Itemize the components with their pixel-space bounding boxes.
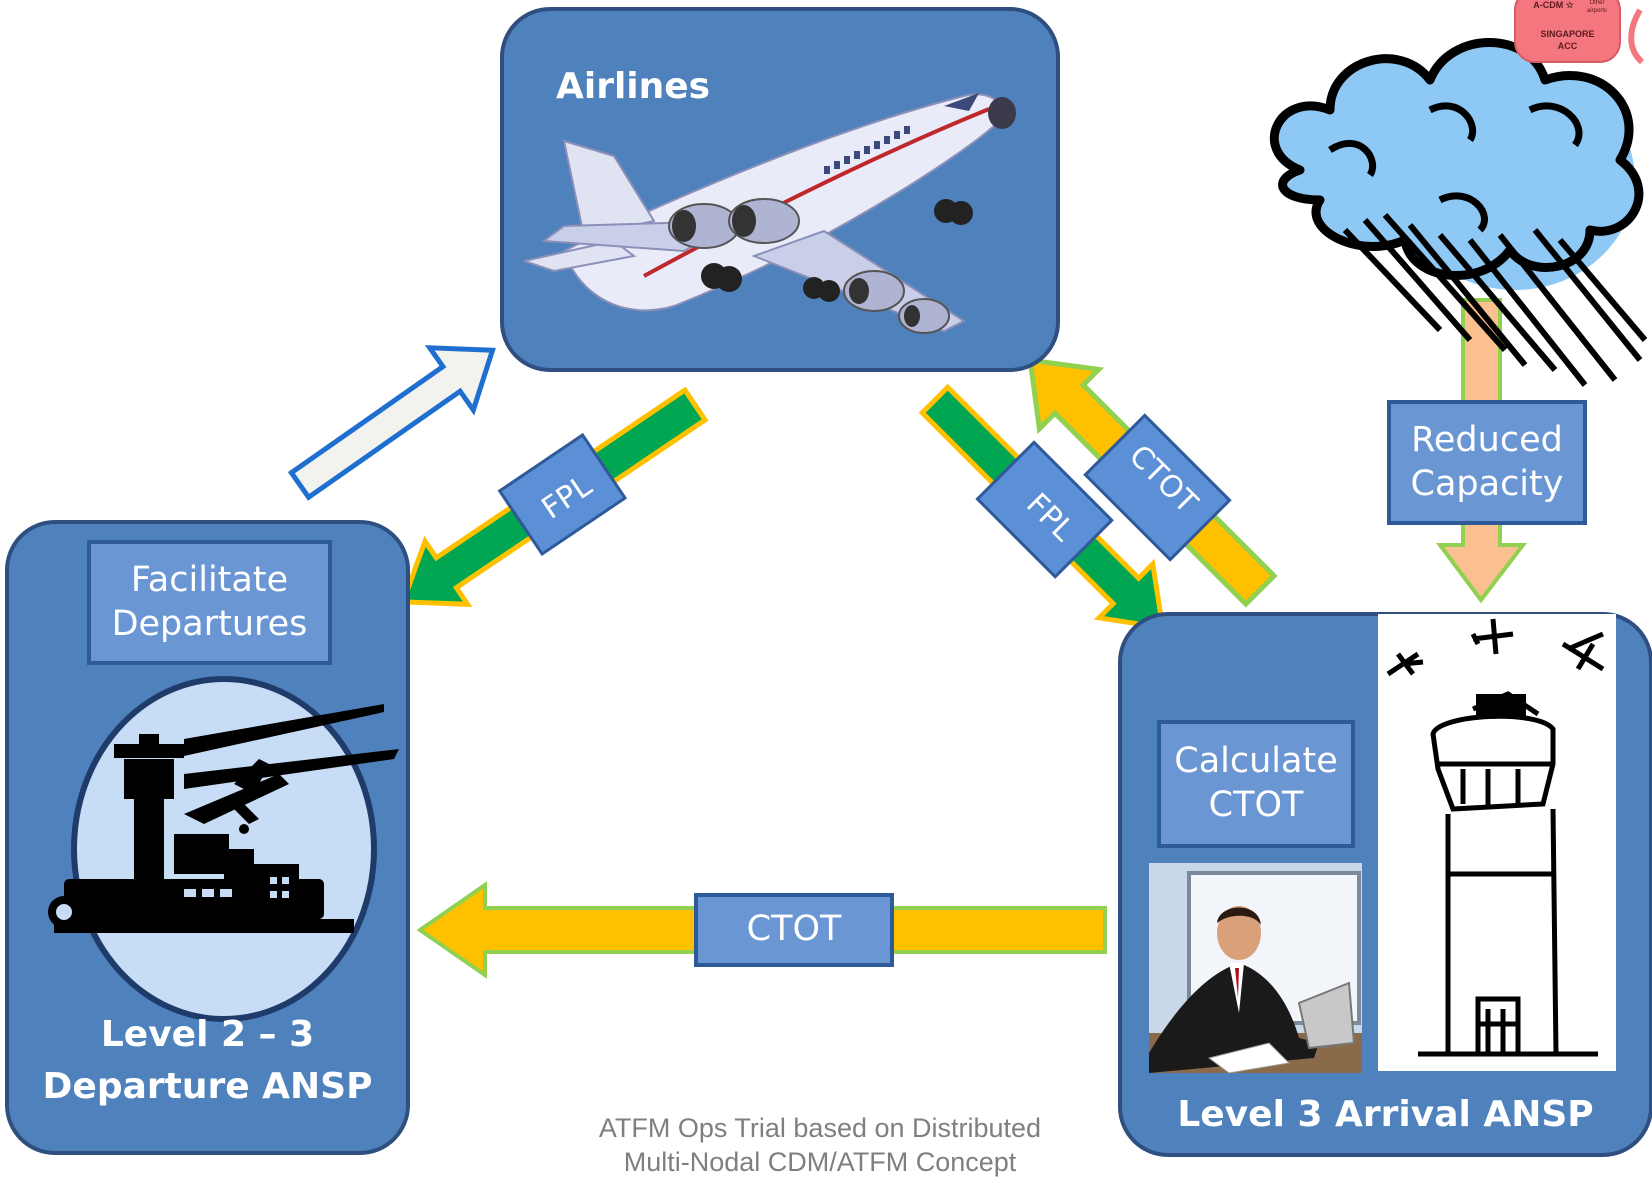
reduced-capacity-box: Reduced Capacity: [1387, 400, 1587, 525]
departure-title-line2: Departure ANSP: [42, 1066, 373, 1108]
reduced-capacity-line1: Reduced: [1411, 419, 1563, 460]
person-at-laptop-icon: [1149, 863, 1362, 1073]
facilitate-departures-box: Facilitate Departures: [87, 540, 332, 665]
departure-to-airlines-arrow: [287, 345, 496, 501]
ctot-bottom-label: CTOT: [746, 909, 842, 950]
airplane-icon: [524, 93, 1016, 334]
arrival-panel: Level 3 Arrival ANSP: [1118, 612, 1652, 1157]
calculate-ctot-box: Calculate CTOT: [1157, 720, 1355, 848]
fpl-right-label-box: [975, 440, 1114, 579]
ctot-bottom-label-box: CTOT: [694, 893, 894, 967]
facilitate-label-line2: Departures: [111, 603, 308, 644]
fpl-left-label-box: [497, 432, 628, 557]
tower-sketch: [1378, 614, 1616, 1071]
ctot-right-arrow: [1027, 357, 1278, 608]
badge-acdm: A-CDM ☆: [1501, 0, 1606, 11]
singapore-acc-badge: [1514, 0, 1645, 65]
controller-illustration: [1149, 863, 1362, 1073]
footer-caption: ATFM Ops Trial based on Distributed Mult…: [560, 1112, 1080, 1180]
departure-panel: Level 2 – 3 Departure ANSP: [5, 520, 410, 1155]
badge-text: A-CDM ☆ Other airports SINGAPORE ACC: [1515, 0, 1620, 52]
departure-title-line1: Level 2 – 3: [100, 1014, 315, 1055]
badge-other-airports: Other airports: [1586, 0, 1607, 14]
fpl-right-arrow: [918, 383, 1166, 631]
badge-acc: ACC: [1557, 40, 1578, 51]
ctot-right-label-box: [1083, 413, 1232, 562]
tower-sketch-icon: [1386, 618, 1605, 1057]
badge-acdm-text: A-CDM: [1533, 0, 1564, 10]
footer-line2: Multi-Nodal CDM/ATFM Concept: [623, 1146, 1017, 1177]
facilitate-label-line1: Facilitate: [130, 559, 289, 600]
departure-title: Level 2 – 3 Departure ANSP: [9, 1009, 406, 1113]
airlines-title: Airlines: [556, 66, 711, 107]
arrival-title: Level 3 Arrival ANSP: [1177, 1094, 1594, 1135]
calculate-label-line1: Calculate: [1174, 741, 1338, 782]
control-tower-icon: [48, 676, 399, 1022]
badge-singapore: SINGAPORE: [1540, 29, 1595, 40]
star-icon: ☆: [1565, 0, 1574, 10]
airlines-panel: Airlines: [500, 7, 1060, 372]
reduced-capacity-line2: Capacity: [1410, 463, 1564, 504]
fpl-left-arrow: [399, 386, 709, 607]
calculate-label-line2: CTOT: [1208, 785, 1304, 825]
rain-cloud-icon: [1269, 38, 1648, 387]
footer-line1: ATFM Ops Trial based on Distributed: [598, 1113, 1042, 1143]
